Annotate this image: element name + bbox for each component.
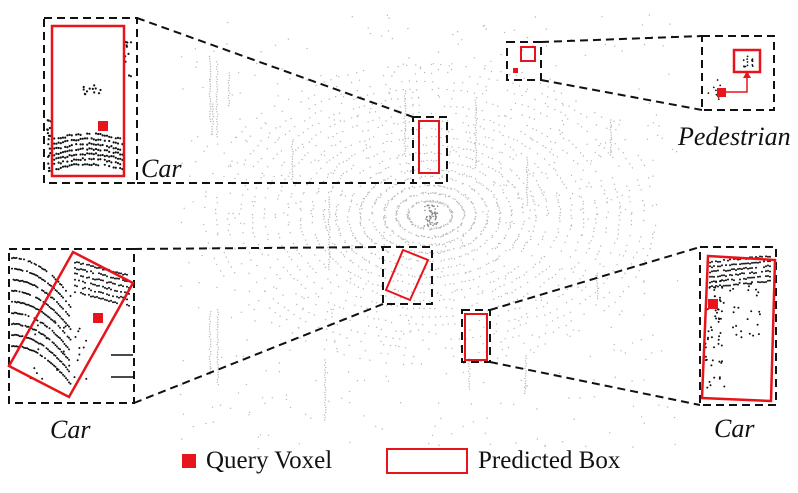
query-voxel	[717, 88, 726, 97]
inset-car-right	[699, 246, 777, 406]
query-voxel	[708, 299, 718, 309]
legend-query-voxel: Query Voxel	[182, 446, 332, 476]
voxel-to-box-arrow	[726, 76, 748, 93]
label-car-top-left: Car	[141, 154, 182, 183]
predicted-box	[700, 254, 777, 403]
scene-predicted-boxes	[384, 46, 536, 361]
query-voxel-swatch	[182, 454, 196, 468]
scene-region-right-car	[461, 309, 491, 363]
predicted-box	[7, 250, 135, 399]
inset-car-top-left	[43, 17, 138, 184]
background-point-cloud	[179, 14, 679, 450]
scene-region-boxes	[382, 41, 542, 363]
scene-region-top-car	[412, 116, 448, 184]
query-voxel	[93, 313, 103, 323]
predicted-box	[50, 24, 126, 178]
legend-query-voxel-label: Query Voxel	[206, 447, 333, 474]
predicted-box-swatch	[386, 448, 468, 474]
legend-predicted-box: Predicted Box	[386, 446, 620, 476]
label-car-right: Car	[714, 414, 755, 443]
inset-car-left	[7, 248, 135, 404]
inset-points	[46, 40, 133, 173]
label-car-left: Car	[50, 415, 91, 444]
inset-pedestrian	[701, 35, 775, 111]
query-voxel	[98, 121, 108, 131]
inset-points	[707, 55, 754, 100]
scene-region-left-car	[382, 246, 433, 305]
scene-query-voxel-pedestrian	[513, 68, 518, 73]
legend-predicted-box-label: Predicted Box	[478, 447, 621, 474]
zoom-connector-lines	[133, 17, 703, 406]
label-pedestrian: Pedestrian	[678, 122, 791, 151]
scene-region-pedestrian	[506, 41, 542, 81]
